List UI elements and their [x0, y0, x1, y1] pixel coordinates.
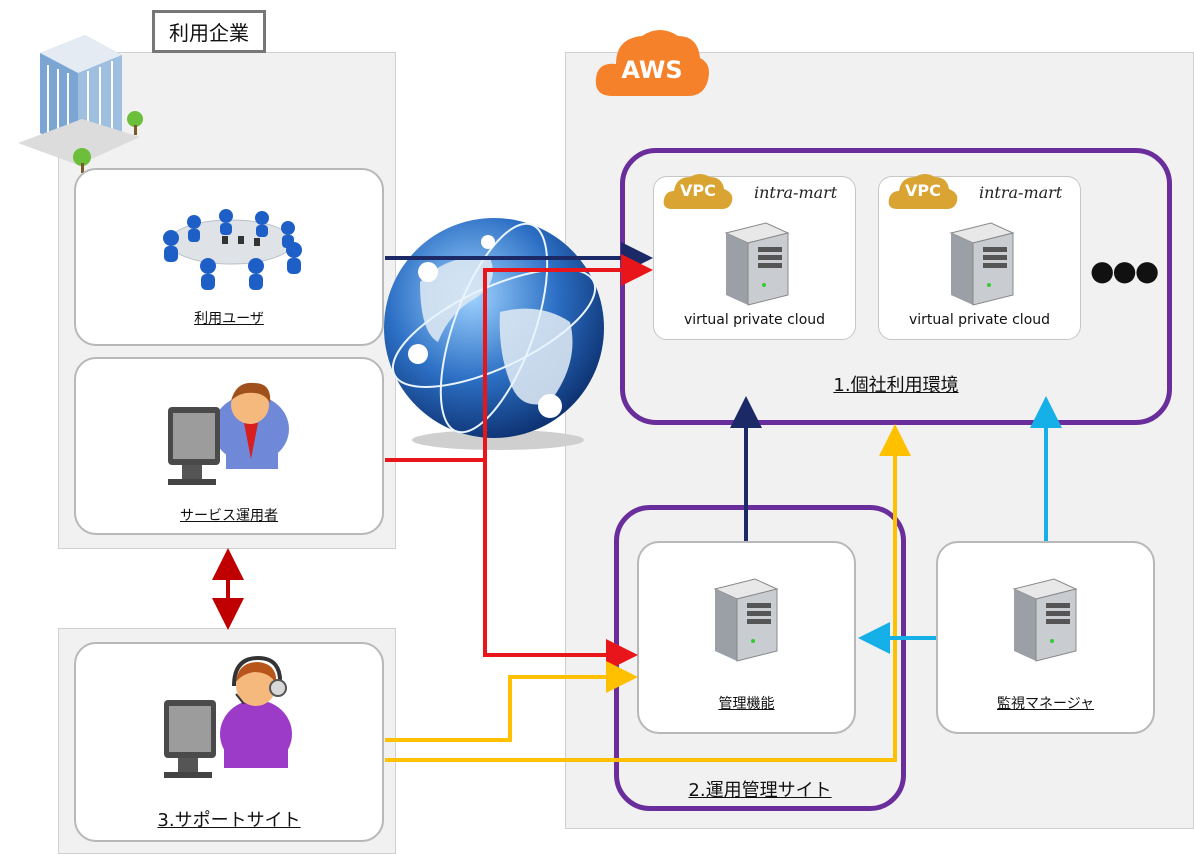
environment-group: 1.個社利用環境: [620, 148, 1172, 425]
intra-mart-logo-2: intra-mart: [979, 183, 1063, 202]
server-icon: [724, 222, 790, 306]
users-label: 利用ユーザ: [194, 311, 264, 327]
monitor-label: 監視マネージャ: [996, 696, 1095, 712]
management-card: 管理機能: [637, 541, 856, 734]
operator-to-vpc-arrow: [385, 254, 653, 462]
vpc-box-1: VPC intra-mart virtual private cloud: [653, 174, 856, 340]
internet-globe-icon: [384, 218, 604, 450]
users-card: 利用ユーザ: [74, 168, 384, 346]
aws-cloud-icon: [595, 30, 709, 96]
operator-at-computer-icon: [168, 382, 289, 485]
more-indicator: ●●●: [1090, 254, 1159, 287]
vpc-box-2: VPC intra-mart virtual private cloud: [878, 174, 1081, 340]
operator-label: サービス運用者: [180, 508, 278, 524]
vpc-cloud-icon: [663, 174, 733, 209]
ops-site-label: 2.運用管理サイト: [688, 780, 832, 801]
vpc-label-2: virtual private cloud: [908, 312, 1051, 328]
environment-label: 1.個社利用環境: [833, 375, 959, 396]
server-icon: [949, 222, 1015, 306]
vpc-cloud-icon: [888, 174, 958, 209]
monitor-card: 監視マネージャ: [936, 541, 1155, 734]
aws-label: AWS: [621, 56, 683, 84]
operator-to-management-arrow: [483, 460, 638, 671]
support-to-environment-arrow: [385, 424, 911, 762]
support-label: 3.サポートサイト: [157, 810, 301, 831]
support-agent-icon: [164, 655, 292, 778]
meeting-users-icon: [163, 209, 302, 290]
building-icon: [18, 35, 143, 173]
support-to-management-arrow: [385, 661, 638, 742]
intra-mart-logo-1: intra-mart: [754, 183, 838, 202]
vpc-badge-2: VPC: [905, 181, 941, 200]
management-label: 管理機能: [718, 696, 775, 712]
vpc-label-1: virtual private cloud: [683, 312, 826, 328]
support-card: 3.サポートサイト: [74, 642, 384, 842]
server-icon: [713, 578, 779, 662]
operator-card: サービス運用者: [74, 357, 384, 535]
aws-cloud-badge: AWS: [594, 20, 710, 100]
vpc-badge-1: VPC: [680, 181, 716, 200]
company-title: 利用企業: [152, 10, 266, 53]
server-icon: [1012, 578, 1078, 662]
